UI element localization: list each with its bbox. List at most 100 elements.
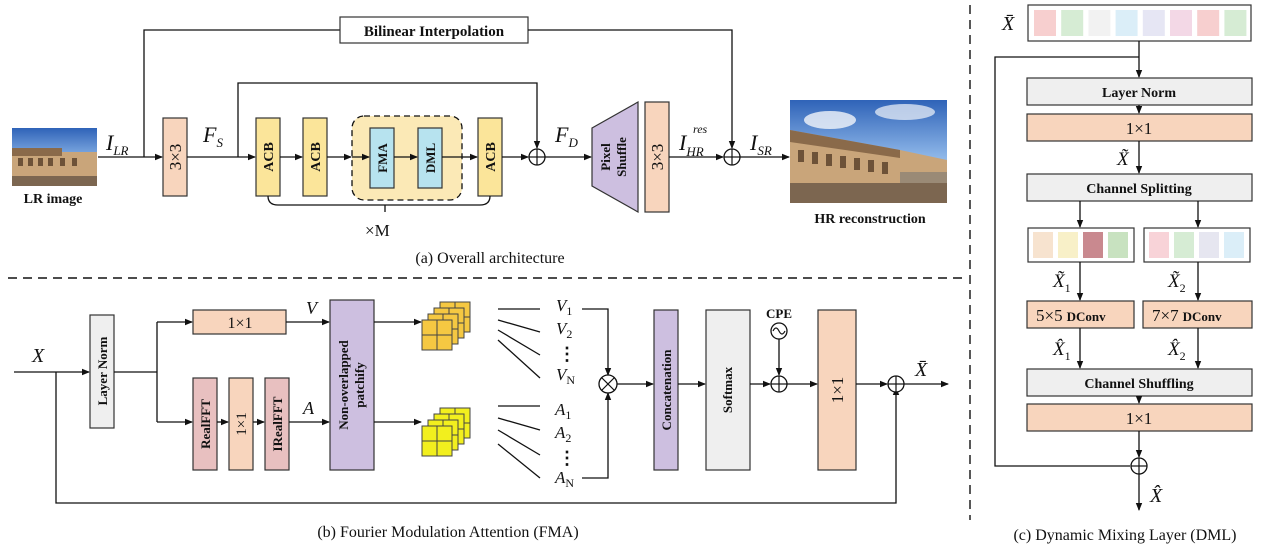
sum-icon-fma-out: [887, 375, 905, 393]
fma-dml-group: [351, 115, 463, 201]
fma-cpe-label: CPE: [766, 306, 792, 321]
patch-grid-icon-a: [421, 407, 471, 457]
sum-icon-sr: [723, 148, 741, 166]
dml-block: [417, 127, 443, 189]
fma-softmax: [705, 309, 751, 471]
bilinear-box: [339, 16, 529, 44]
dml-layer-norm-label: Layer Norm: [1102, 86, 1176, 101]
fma-patchify: [329, 299, 375, 471]
acb-3-label: ACB: [484, 142, 499, 172]
dml-channel-shuffling: [1026, 368, 1253, 397]
bilinear-label: Bilinear Interpolation: [364, 24, 505, 40]
sum-icon-cpe: [770, 375, 788, 393]
sum-icon-fd: [528, 148, 546, 166]
symbol-v1: V1: [556, 296, 572, 318]
fma-conv-1x1-v-label: 1×1: [227, 315, 252, 332]
dml-channel-shuffling-label: Channel Shuffling: [1084, 377, 1193, 392]
channel-token: [1115, 10, 1138, 36]
symbol-f-s: FS: [202, 122, 223, 150]
channel-token: [1197, 10, 1220, 36]
symbol-xtilde-1: X̃1: [1052, 271, 1071, 295]
dml-conv-1x1-a-label: 1×1: [1126, 119, 1153, 138]
symbol-i-hr-res: IHR: [678, 130, 704, 159]
sum-icon-dml: [1130, 457, 1148, 475]
conv-3x3-tail: [644, 101, 670, 213]
channel-token: [1142, 10, 1165, 36]
dml-token-row-top: [1034, 10, 1247, 36]
channel-token: [1170, 10, 1192, 36]
channel-token: [1149, 232, 1169, 258]
hr-image-photo: [790, 100, 947, 203]
fma-conv-1x1-a-label: 1×1: [234, 412, 250, 435]
sine-icon: [770, 322, 788, 340]
fma-patchify-label-2: patchify: [352, 362, 367, 408]
symbol-i-lr: ILR: [105, 130, 129, 158]
channel-token: [1224, 10, 1247, 36]
fma-section: X Layer Norm 1×1 V RealFFT 1×1 IRealFFT …: [14, 296, 949, 541]
pixel-shuffle-label-1: Pixel: [598, 143, 613, 171]
symbol-f-d: FD: [554, 122, 578, 150]
channel-token: [1088, 10, 1111, 36]
dots-v: ⋮: [558, 344, 576, 364]
dml-output-xhat: X̂: [1149, 484, 1163, 507]
fma-irealfft: [264, 377, 290, 471]
hr-reconstruction-label: HR reconstruction: [814, 212, 926, 227]
channel-token: [1034, 10, 1056, 36]
fma-irealfft-label: IRealFFT: [270, 396, 285, 451]
dml-channel-splitting: [1026, 173, 1253, 202]
dml-dconv-7x7: [1142, 300, 1253, 329]
acb-2-label: ACB: [309, 142, 324, 172]
symbol-i-sr: ISR: [749, 130, 772, 158]
dml-conv-1x1-b-label: 1×1: [1126, 409, 1153, 428]
fma-block: [369, 127, 395, 189]
repeat-label: ×M: [365, 221, 390, 240]
caption-fma: (b) Fourier Modulation Attention (FMA): [317, 524, 578, 541]
patch-grid-icon-v: [421, 301, 471, 351]
dots-a: ⋮: [558, 448, 576, 468]
conv-3x3-tail-label: 3×3: [648, 144, 667, 171]
dml-token-row-left: [1033, 232, 1128, 258]
fma-layer-norm-label: Layer Norm: [95, 336, 110, 405]
fma-conv-1x1-out-label: 1×1: [828, 377, 847, 404]
fma-softmax-label: Softmax: [720, 366, 735, 413]
caption-overall: (a) Overall architecture: [415, 250, 564, 267]
symbol-a2: A2: [554, 423, 571, 445]
symbol-xhat-2: X̂2: [1167, 339, 1186, 363]
symbol-xtilde-2: X̃2: [1167, 271, 1186, 295]
channel-token: [1174, 232, 1194, 258]
fma-realfft: [192, 377, 218, 471]
acb-1-label: ACB: [262, 142, 277, 172]
symbol-vn: VN: [556, 365, 575, 387]
dml-token-row-right: [1149, 232, 1244, 258]
fma-concatenation-label: Concatenation: [659, 349, 674, 431]
channel-token: [1224, 232, 1244, 258]
lr-image-photo: [12, 128, 97, 186]
fma-input-x: X: [31, 345, 45, 367]
fma-block-label: FMA: [375, 143, 390, 173]
pixel-shuffle-label-2: Shuffle: [614, 137, 629, 177]
caption-dml: (c) Dynamic Mixing Layer (DML): [1013, 527, 1236, 544]
repeat-bracket: [267, 195, 491, 206]
fma-conv-1x1-a: [228, 377, 254, 471]
fma-concatenation: [653, 309, 679, 471]
symbol-a: A: [302, 398, 315, 418]
symbol-i-hr-res-sup: res: [693, 122, 708, 136]
pixel-shuffle-block: [591, 100, 639, 214]
fma-conv-1x1-out: [817, 309, 857, 471]
fma-layer-norm: [89, 314, 115, 429]
overall-architecture: LR image ILR 3×3 Bilinear Interpolation …: [12, 16, 947, 267]
channel-token: [1199, 232, 1219, 258]
symbol-v2: V2: [556, 319, 572, 341]
fma-patchify-label-1: Non-overlapped: [336, 339, 351, 429]
channel-token: [1083, 232, 1103, 258]
symbol-a1: A1: [554, 400, 571, 422]
dml-section: X̄ Layer Norm 1×1 X̃ Channel Splitting X…: [994, 4, 1253, 544]
channel-token: [1061, 10, 1084, 36]
channel-token: [1108, 232, 1128, 258]
dml-channel-splitting-label: Channel Splitting: [1086, 182, 1191, 197]
channel-token: [1033, 232, 1053, 258]
symbol-xhat-1: X̂1: [1052, 339, 1071, 363]
dml-layer-norm: [1026, 77, 1253, 106]
